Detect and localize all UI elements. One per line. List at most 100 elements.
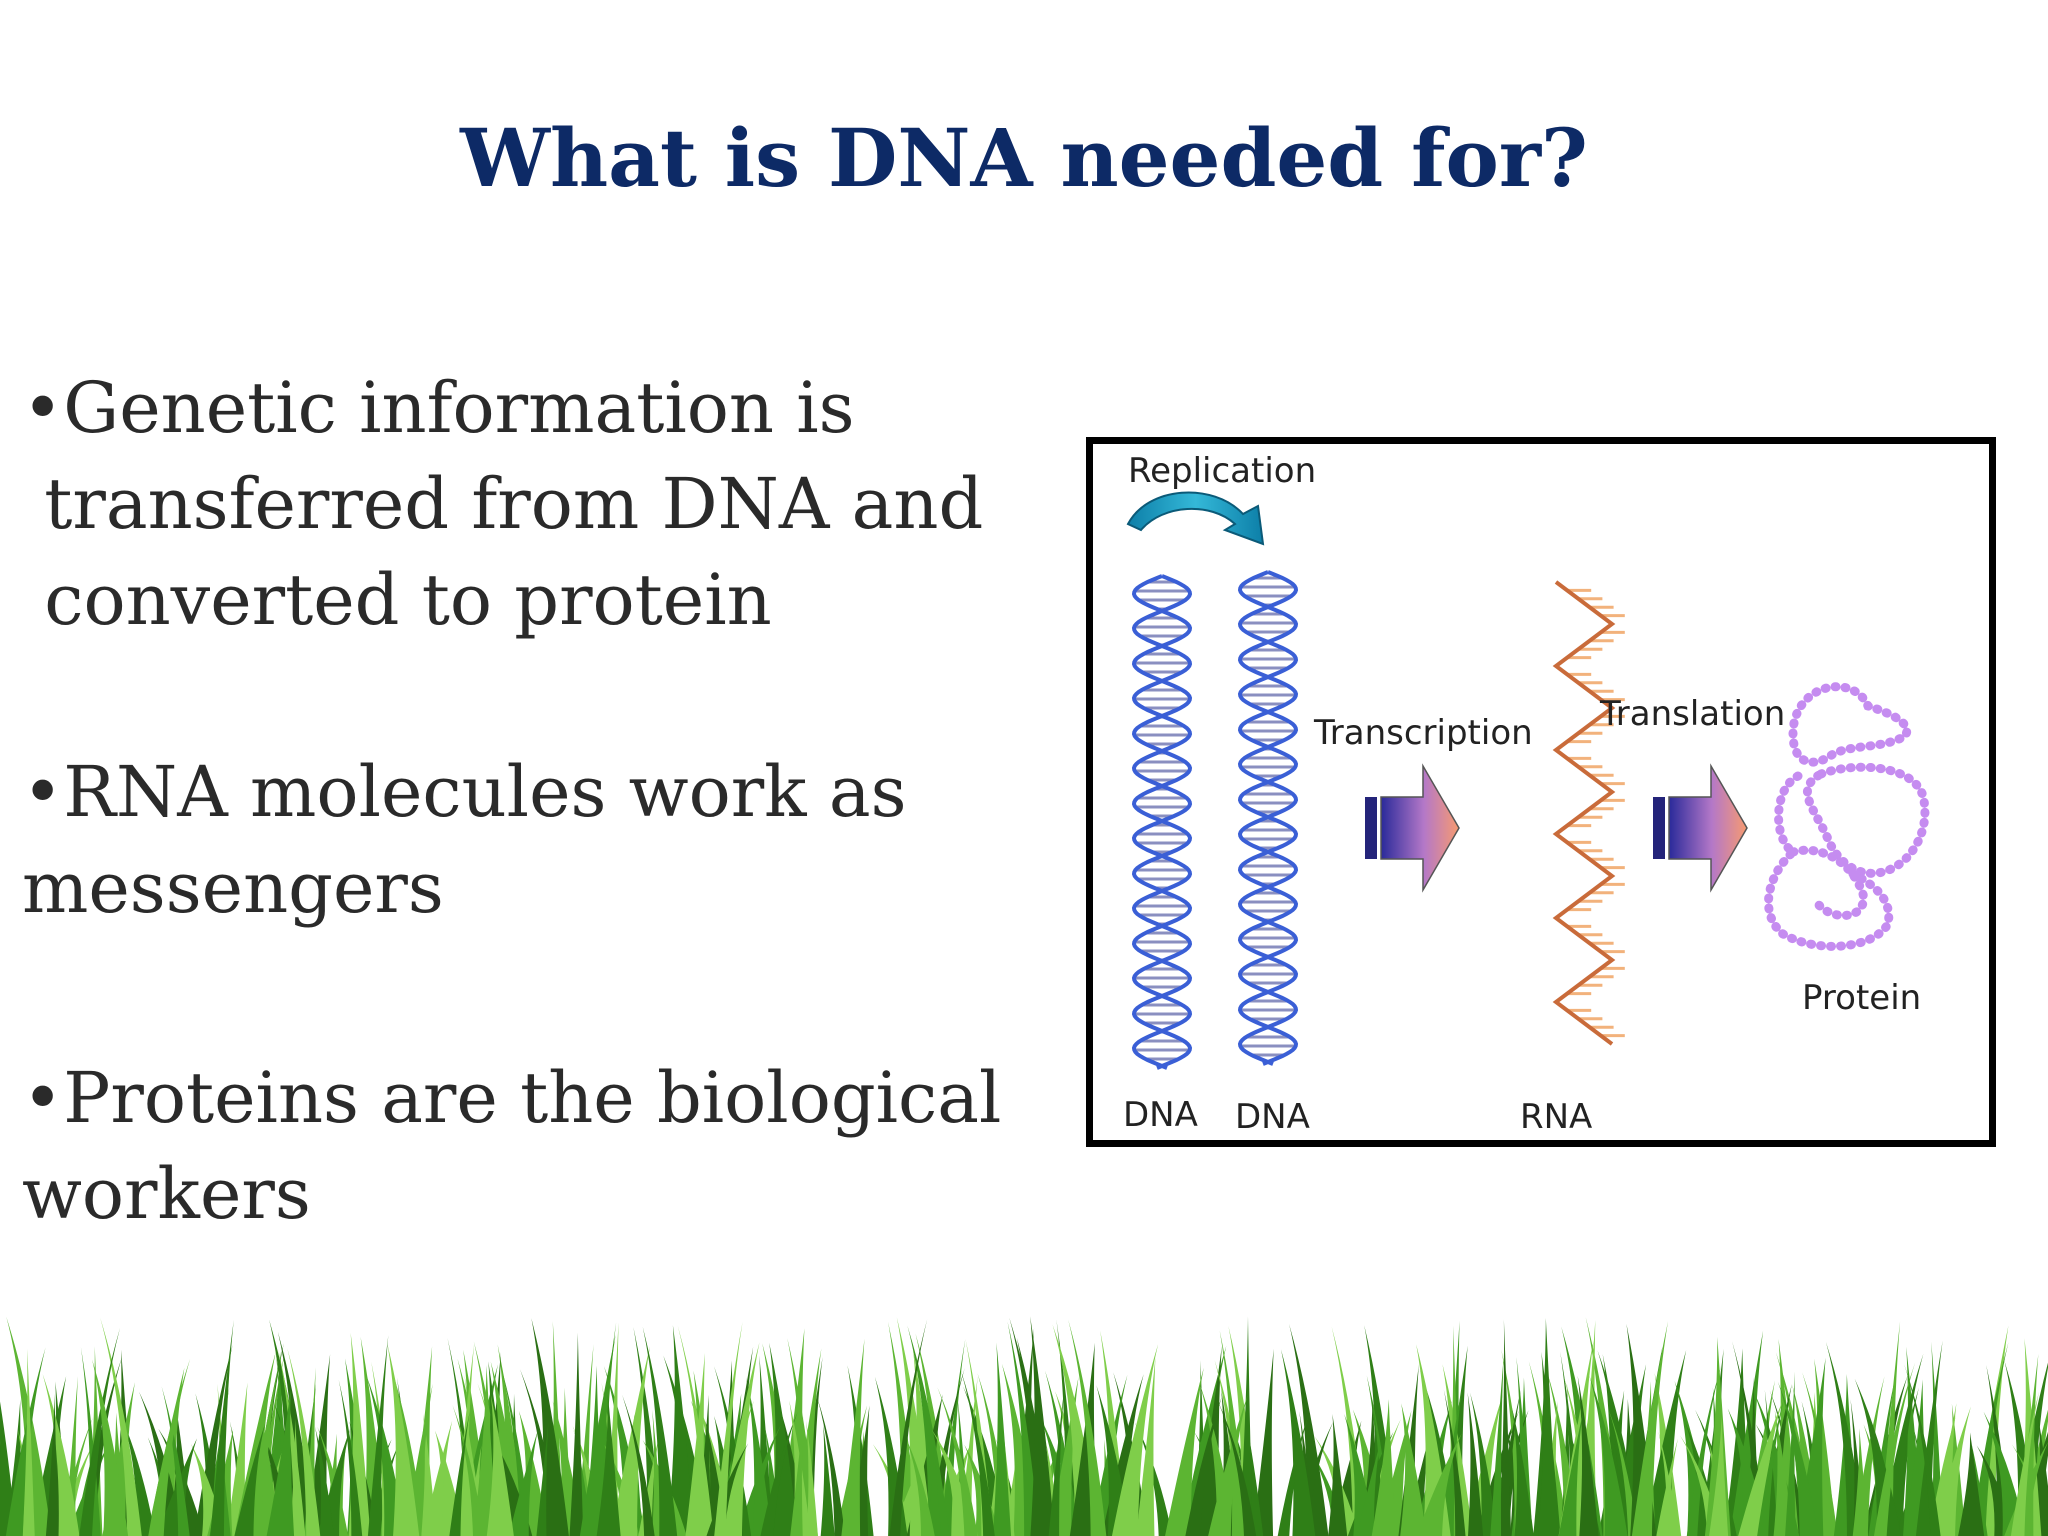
grass-blade xyxy=(1416,1433,1462,1536)
grass-blade xyxy=(1218,1402,1257,1536)
grass-blade xyxy=(1777,1381,1819,1536)
grass-blade xyxy=(992,1342,1012,1536)
dna-label-2: DNA xyxy=(1235,1097,1310,1137)
grass-blade xyxy=(848,1405,870,1536)
grass-blade xyxy=(937,1387,978,1536)
grass-blade xyxy=(667,1325,695,1536)
grass-blade xyxy=(1048,1390,1065,1536)
grass-blade xyxy=(642,1326,678,1536)
grass-blade xyxy=(121,1417,156,1536)
grass-blade xyxy=(497,1344,526,1536)
grass-blade xyxy=(473,1365,497,1536)
grass-blade xyxy=(960,1369,995,1536)
grass-blade xyxy=(1511,1407,1534,1536)
central-dogma-diagram: Replication Transcription Translation xyxy=(1086,437,1996,1147)
grass-blade xyxy=(314,1426,335,1536)
grass-blade xyxy=(677,1325,714,1536)
grass-blade xyxy=(1252,1348,1274,1536)
grass-blade xyxy=(1443,1389,1466,1536)
grass-blade xyxy=(1785,1371,1796,1536)
grass-blade xyxy=(234,1351,276,1536)
grass-blade xyxy=(760,1411,798,1536)
grass-blade xyxy=(904,1434,935,1536)
grass-blade xyxy=(816,1395,846,1536)
grass-blade xyxy=(907,1325,950,1536)
grass-blade xyxy=(806,1420,818,1536)
grass-blade xyxy=(1328,1414,1348,1536)
grass-blade xyxy=(266,1389,295,1536)
grass-blade xyxy=(5,1347,46,1536)
grass-blade xyxy=(1356,1441,1381,1536)
grass-blade xyxy=(161,1386,190,1536)
grass-blade xyxy=(452,1405,485,1536)
grass-blade xyxy=(1280,1349,1316,1536)
grass-blade xyxy=(1068,1319,1107,1536)
grass-blade xyxy=(2010,1391,2040,1536)
bullet-glyph: • xyxy=(22,1057,64,1139)
grass-blade xyxy=(896,1317,933,1536)
protein-icon xyxy=(1764,682,1930,951)
grass-blade xyxy=(1656,1438,1678,1536)
grass-blade xyxy=(536,1421,549,1536)
grass-blade xyxy=(1915,1340,1943,1536)
grass-blade xyxy=(611,1346,650,1536)
grass-blade xyxy=(422,1420,453,1536)
dna-helix-1-icon xyxy=(1131,574,1193,1070)
grass-blade xyxy=(1538,1351,1561,1536)
grass-blade xyxy=(1469,1392,1498,1536)
grass-blade xyxy=(1007,1321,1040,1536)
grass-blade xyxy=(387,1344,420,1536)
grass-blade xyxy=(367,1335,389,1536)
bullet-line: transferred from DNA and xyxy=(22,463,984,545)
grass-blade xyxy=(1631,1321,1669,1536)
replication-label: Replication xyxy=(1128,451,1316,491)
bullet-proteins-workers: •Proteins are the biological workers xyxy=(22,1050,1001,1242)
grass-blade xyxy=(1709,1416,1729,1536)
grass-blade xyxy=(1958,1432,1985,1536)
grass-blade xyxy=(508,1430,538,1536)
bullet-line: Genetic information is xyxy=(63,367,855,449)
grass-blade xyxy=(1796,1357,1826,1536)
grass-blade xyxy=(100,1317,142,1536)
grass-blade xyxy=(1467,1392,1484,1536)
grass-blade xyxy=(1136,1357,1156,1536)
grass-blade xyxy=(1494,1389,1521,1536)
grass-blade xyxy=(1030,1316,1055,1536)
grass-blade xyxy=(234,1423,266,1536)
grass-blade xyxy=(1400,1403,1427,1536)
grass-blade xyxy=(1194,1346,1222,1536)
transcription-label: Transcription xyxy=(1313,713,1533,753)
grass-blade xyxy=(45,1393,59,1536)
replication-arrow-icon xyxy=(1126,491,1265,546)
grass-blade xyxy=(531,1318,569,1536)
bullet-line: messengers xyxy=(22,847,444,929)
dna-helix-2-icon xyxy=(1237,570,1299,1066)
grass-blade xyxy=(42,1373,80,1536)
grass-blade xyxy=(1904,1364,1941,1536)
helix-strand xyxy=(1237,570,1299,1066)
grass-blade xyxy=(1442,1364,1473,1536)
grass-blade xyxy=(790,1416,804,1536)
grass-blade xyxy=(1165,1367,1204,1536)
grass-blade xyxy=(1873,1362,1916,1536)
grass-blade xyxy=(569,1332,584,1536)
grass-blade xyxy=(1686,1365,1722,1536)
dna-label-1: DNA xyxy=(1123,1095,1198,1135)
grass-blade xyxy=(1490,1352,1504,1536)
bullet-glyph: • xyxy=(22,751,64,833)
grass-blade xyxy=(1643,1349,1687,1536)
grass-blade xyxy=(841,1338,865,1536)
grass-border-image xyxy=(0,1316,2048,1536)
helix-strand xyxy=(1131,574,1193,1070)
grass-blade xyxy=(820,1424,835,1536)
grass-blade xyxy=(92,1359,129,1536)
grass-blade xyxy=(449,1411,470,1536)
bullet-rna-messengers: •RNA molecules work as messengers xyxy=(22,744,907,936)
grass-blade xyxy=(1185,1396,1222,1536)
grass-blade xyxy=(596,1394,621,1536)
grass-blade xyxy=(1577,1375,1599,1536)
transcription-arrow-icon xyxy=(1365,763,1460,893)
grass-blade xyxy=(889,1319,928,1536)
grass-blade xyxy=(486,1394,514,1536)
